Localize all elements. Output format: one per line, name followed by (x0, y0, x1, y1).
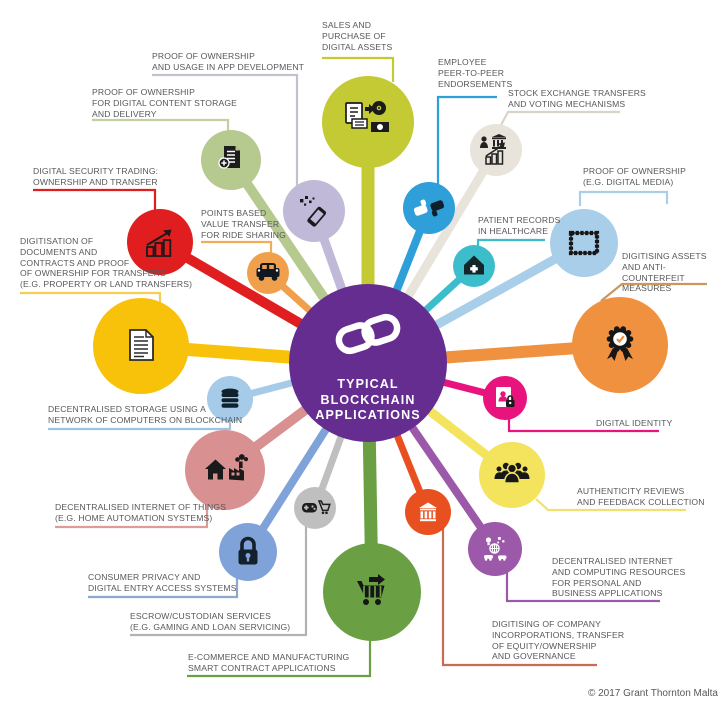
label-connector-documents (20, 291, 162, 305)
node-circle-company (405, 489, 451, 535)
node-circle-sales (322, 76, 414, 168)
center-hub (289, 284, 447, 442)
center-title: TYPICAL BLOCKCHAIN APPLICATIONS (315, 377, 421, 422)
chain-link-icon (335, 313, 401, 355)
node-label-security: DIGITAL SECURITY TRADING: OWNERSHIP AND … (33, 166, 159, 187)
rosette-badge-icon (606, 326, 634, 361)
label-connector-patient (476, 238, 545, 250)
people-group-icon (494, 462, 530, 484)
label-connector-escrow (130, 524, 308, 637)
label-connector-ecommerce (187, 640, 372, 678)
documents-money-icon (345, 101, 389, 132)
node-circle-iot (185, 430, 265, 510)
node-label-employee: EMPLOYEE PEER-TO-PEER ENDORSEMENTS (438, 57, 513, 89)
copyright-text: © 2017 Grant Thornton Malta (587, 688, 718, 699)
car-icon (256, 263, 280, 281)
shopping-cart-icon (357, 574, 385, 605)
node-label-privacy: CONSUMER PRIVACY AND DIGITAL ENTRY ACCES… (88, 572, 237, 593)
node-label-rideshare: POINTS BASED VALUE TRANSFER FOR RIDE SHA… (201, 208, 287, 240)
node-circle-security (127, 209, 193, 275)
contract-document-icon (129, 329, 154, 361)
node-circle-employee (403, 182, 455, 234)
label-connector-authenticity (535, 498, 686, 512)
identity-document-icon (496, 387, 515, 407)
node-label-stock: STOCK EXCHANGE TRANSFERS AND VOTING MECH… (508, 88, 646, 109)
label-connector-stock (499, 110, 620, 128)
label-connector-sales (322, 56, 395, 82)
node-label-storage: DECENTRALISED STORAGE USING A NETWORK OF… (48, 404, 243, 425)
database-icon (221, 388, 239, 408)
label-connector-internet (505, 572, 660, 603)
stock-voting-icon (480, 134, 506, 165)
node-label-company: DIGITISING OF COMPANY INCORPORATIONS, TR… (492, 619, 625, 662)
node-icons (129, 101, 634, 605)
node-circle-media (550, 209, 618, 277)
node-label-content: PROOF OF OWNERSHIP FOR DIGITAL CONTENT S… (92, 87, 238, 119)
label-connector-company (441, 528, 597, 667)
label-connector-employee (436, 95, 497, 186)
node-label-iot: DECENTRALISED INTERNET OF THINGS (E.G. H… (55, 502, 227, 523)
label-connector-assets (600, 282, 707, 302)
label-connector-security (33, 188, 157, 211)
node-label-documents: DIGITISATION OF DOCUMENTS AND CONTRACTS … (20, 236, 193, 290)
node-label-sales: SALES AND PURCHASE OF DIGITAL ASSETS (322, 20, 393, 52)
node-label-authenticity: AUTHENTICITY REVIEWS AND FEEDBACK COLLEC… (577, 486, 705, 507)
picture-frame-icon (568, 230, 600, 256)
node-label-internet: DECENTRALISED INTERNET AND COMPUTING RES… (552, 556, 686, 599)
node-label-media: PROOF OF OWNERSHIP (E.G. DIGITAL MEDIA) (583, 166, 686, 187)
padlock-icon (238, 536, 258, 565)
label-connector-rideshare (201, 240, 273, 255)
peer-endorsement-icon (413, 199, 445, 217)
label-connector-appdev (152, 73, 299, 187)
node-label-appdev: PROOF OF OWNERSHIP AND USAGE IN APP DEVE… (152, 51, 305, 72)
label-connector-media (578, 190, 669, 206)
trading-chart-icon (146, 229, 172, 257)
node-label-identity: DIGITAL IDENTITY (596, 418, 673, 428)
health-house-icon (464, 255, 484, 275)
content-document-icon (218, 146, 240, 169)
node-label-ecommerce: E-COMMERCE AND MANUFACTURING SMART CONTR… (188, 652, 350, 673)
center-circle (289, 284, 447, 442)
node-label-patient: PATIENT RECORDS IN HEALTHCARE (478, 215, 561, 236)
home-factory-icon (205, 454, 249, 481)
node-circle-appdev (283, 180, 345, 242)
label-connector-iot (55, 503, 209, 529)
label-connector-privacy (88, 578, 239, 599)
connected-devices-icon (484, 537, 507, 561)
mobile-app-icon (300, 196, 327, 227)
node-label-escrow: ESCROW/CUSTODIAN SERVICES (E.G. GAMING A… (130, 611, 291, 632)
label-connector-content (92, 118, 230, 133)
node-label-assets: DIGITISING ASSETS AND ANTI-COUNTERFEIT M… (622, 251, 707, 294)
bank-building-icon (419, 502, 437, 522)
gamepad-cart-icon (302, 500, 331, 515)
